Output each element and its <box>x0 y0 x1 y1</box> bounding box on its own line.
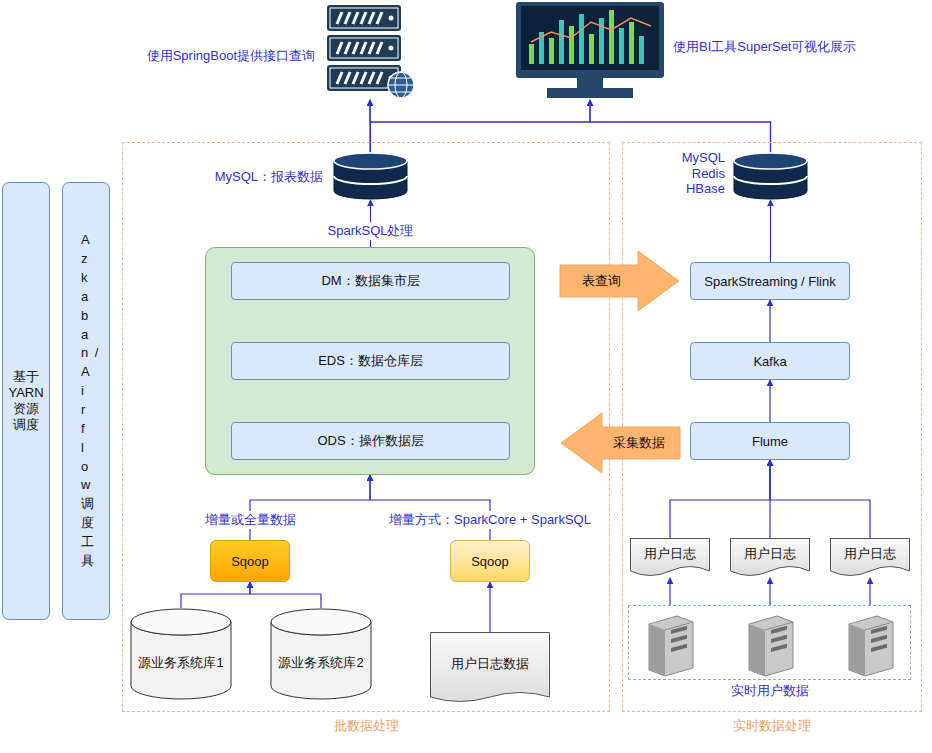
scheduler-bar: Azkaban/Airflow调度工具 <box>62 182 110 620</box>
flow-connector <box>769 380 770 422</box>
server-icon <box>325 5 415 100</box>
node-label: EDS：数据仓库层 <box>318 352 423 370</box>
flow-connector <box>370 475 490 540</box>
node-label: ODS：操作数据层 <box>317 432 423 450</box>
flow-connector <box>770 200 771 262</box>
node-label: MySQL Redis HBase <box>677 150 725 197</box>
node-label: Sqoop <box>231 554 269 569</box>
sqoop-box: Sqoop <box>450 540 530 582</box>
flume-box: Flume <box>690 422 850 460</box>
node-label: 批数据处理 <box>123 717 609 735</box>
node-label: Azkaban/Airflow调度工具 <box>81 231 94 570</box>
cylinder-shape <box>130 608 232 700</box>
flow-connector <box>250 582 321 608</box>
log-document: 用户日志 <box>830 538 910 578</box>
layer-box: DM：数据集市层 <box>231 262 510 300</box>
cylinder-shape <box>333 152 408 200</box>
node-label: 基于YARN资源调度 <box>8 369 45 434</box>
node-label: 实时数据处理 <box>623 717 921 735</box>
node-label: 使用SpringBoot提供接口查询 <box>147 47 315 65</box>
node-label: Kafka <box>753 354 786 369</box>
flow-connector <box>370 100 771 152</box>
flow-connector <box>181 582 250 608</box>
edge-label: 增量方式：SparkCore + SparkSQL <box>387 511 593 529</box>
source-db: 源业务系统库1 <box>130 608 232 700</box>
node-label: 用户日志 <box>644 545 696 563</box>
edge-label: 增量或全量数据 <box>203 511 298 529</box>
layer-box: EDS：数据仓库层 <box>231 342 510 380</box>
flow-connector <box>371 100 591 152</box>
report-db: MySQL：报表数据 <box>333 152 408 200</box>
node-label: 表查询 <box>582 272 621 290</box>
log-document: 用户日志数据 <box>430 632 550 704</box>
user-server-group: 实时用户数据 <box>628 605 911 680</box>
flow-connector <box>670 460 770 538</box>
node-label: 用户日志数据 <box>451 655 529 673</box>
realtime-db: MySQL Redis HBase <box>733 152 808 200</box>
flow-connector <box>769 578 770 605</box>
api-server-icon: 使用SpringBoot提供接口查询 <box>325 5 415 100</box>
query-arrow: 表查询 <box>560 250 680 312</box>
flow-connector <box>669 578 670 605</box>
log-document: 用户日志 <box>730 538 810 578</box>
flow-connector <box>489 582 490 632</box>
node-label: 源业务系统库2 <box>278 654 363 672</box>
flow-connector <box>770 460 870 538</box>
cylinder-shape <box>733 152 808 200</box>
node-label: SparkStreaming / Flink <box>704 274 836 289</box>
node-label: MySQL：报表数据 <box>215 168 323 186</box>
flow-connector <box>769 300 770 342</box>
node-label: 用户日志 <box>844 545 896 563</box>
kafka-box: Kafka <box>690 342 850 380</box>
edge-label: SparkSQL处理 <box>326 222 416 240</box>
node-label: 实时用户数据 <box>629 682 910 700</box>
collect-arrow: 采集数据 <box>560 412 680 474</box>
node-label: Sqoop <box>471 554 509 569</box>
node-label: DM：数据集市层 <box>321 272 419 290</box>
node-label: 源业务系统库1 <box>138 654 223 672</box>
layer-box: ODS：操作数据层 <box>231 422 510 460</box>
stream-box: SparkStreaming / Flink <box>690 262 850 300</box>
node-label: 使用BI工具SuperSet可视化展示 <box>673 38 857 56</box>
warehouse-group: DM：数据集市层 EDS：数据仓库层 ODS：操作数据层 <box>205 247 535 475</box>
sqoop-box: Sqoop <box>210 540 290 582</box>
bi-monitor-icon: 使用BI工具SuperSet可视化展示 <box>515 2 665 100</box>
server-icons <box>629 606 910 679</box>
node-label: 用户日志 <box>744 545 796 563</box>
yarn-bar: 基于YARN资源调度 <box>2 182 50 620</box>
node-label: Flume <box>752 434 788 449</box>
log-document: 用户日志 <box>630 538 710 578</box>
cylinder-shape <box>270 608 372 700</box>
source-db: 源业务系统库2 <box>270 608 372 700</box>
monitor-icon <box>515 2 665 100</box>
flow-connector <box>590 100 771 152</box>
flow-connector <box>250 475 370 540</box>
flow-connector <box>869 578 870 605</box>
node-label: 采集数据 <box>613 434 665 452</box>
